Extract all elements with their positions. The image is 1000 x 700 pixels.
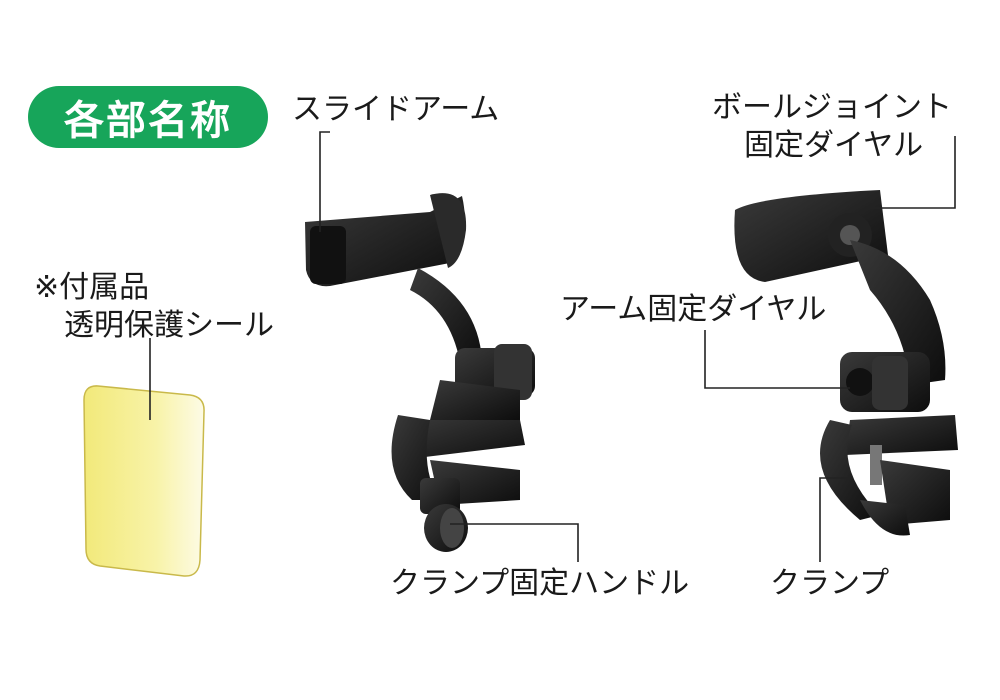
label-clamp: クランプ <box>770 566 890 601</box>
label-arm-dial: アーム固定ダイヤル <box>560 292 827 327</box>
label-ball-joint-line2: 固定ダイヤル <box>744 128 924 163</box>
label-accessory-line1: ※付属品 <box>34 270 150 305</box>
leader-lines <box>149 131 956 562</box>
label-accessory-line2: 透明保護シール <box>64 308 274 343</box>
section-title-badge: 各部名称 <box>28 86 268 148</box>
holder-right <box>734 190 958 536</box>
label-ball-joint-line1: ボールジョイント <box>712 90 952 125</box>
label-clamp-handle: クランプ固定ハンドル <box>390 566 690 601</box>
protective-sticker <box>83 385 205 577</box>
holder-left <box>305 193 535 552</box>
label-slide-arm: スライドアーム <box>292 92 500 127</box>
